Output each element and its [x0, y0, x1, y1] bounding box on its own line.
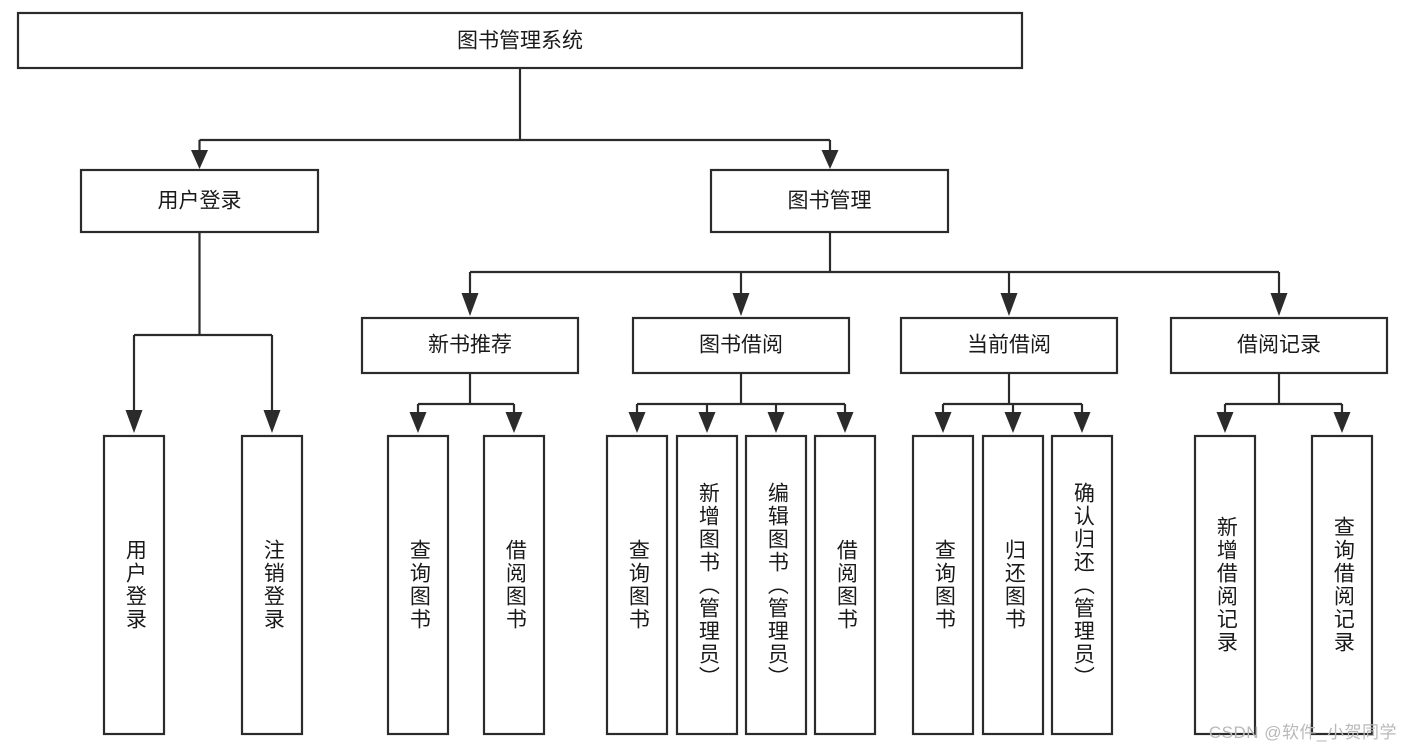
- node-book-manage[interactable]: 图书管理: [709, 168, 950, 234]
- node-user-login[interactable]: 用户登录: [79, 168, 320, 234]
- arrow-head-current-borrow: [1000, 293, 1018, 316]
- node-book-borrow[interactable]: 图书借阅: [631, 316, 851, 375]
- leaf-boxes: [102, 434, 1374, 736]
- node-borrow-record-box: [1169, 316, 1389, 375]
- node-book-borrow-box: [631, 316, 851, 375]
- node-root-label: 图书管理系统: [457, 30, 583, 53]
- connector-group-book-manage: [461, 232, 1288, 316]
- node-book-manage-box: [709, 168, 950, 234]
- leaf-box-confirm-return[interactable]: [1050, 434, 1114, 736]
- node-root-system[interactable]: 图书管理系统: [16, 11, 1024, 70]
- leaf-box-user-login[interactable]: [102, 434, 166, 736]
- arrow-head-leaf-user-login: [125, 410, 143, 433]
- node-current-borrow-box: [899, 316, 1119, 375]
- node-new-book-rec-label: 新书推荐: [428, 334, 512, 357]
- node-new-book-rec[interactable]: 新书推荐: [360, 316, 580, 375]
- arrow-head-user-login: [191, 150, 208, 169]
- arrow-head-leaf-query-record: [1333, 412, 1351, 433]
- leaf-box-borrow-book-1[interactable]: [482, 434, 546, 736]
- node-root-box: [16, 11, 1024, 70]
- watermark-text: CSDN @软件_小贺同学: [1208, 723, 1397, 742]
- arrow-head-leaf-borrow-book-2: [836, 412, 854, 433]
- leaf-box-logout[interactable]: [240, 434, 304, 736]
- arrow-head-new-book-rec: [461, 293, 479, 316]
- leaf-box-return-book[interactable]: [981, 434, 1045, 736]
- leaf-box-borrow-book-2[interactable]: [813, 434, 877, 736]
- connector-group-new-book-rec: [409, 373, 523, 433]
- connector-group-book-borrow: [628, 373, 854, 433]
- node-book-borrow-label: 图书借阅: [699, 334, 783, 357]
- leaf-box-edit-book[interactable]: [744, 434, 808, 736]
- arrow-head-leaf-edit-book: [767, 412, 785, 433]
- connector-group-borrow-record: [1216, 373, 1351, 433]
- arrow-head-leaf-query-book-1: [409, 412, 427, 433]
- node-current-borrow[interactable]: 当前借阅: [899, 316, 1119, 375]
- arrow-head-leaf-add-book: [698, 412, 716, 433]
- node-borrow-record[interactable]: 借阅记录: [1169, 316, 1389, 375]
- node-current-borrow-label: 当前借阅: [967, 334, 1051, 357]
- arrow-head-book-borrow: [732, 293, 750, 316]
- arrow-head-leaf-query-book-2: [628, 412, 646, 433]
- node-borrow-record-label: 借阅记录: [1237, 334, 1321, 357]
- connector-group-current-borrow: [934, 373, 1091, 433]
- arrow-head-book-manage: [821, 150, 839, 169]
- arrow-head-leaf-confirm-return: [1073, 412, 1091, 433]
- node-book-manage-label: 图书管理: [788, 190, 872, 213]
- leaf-box-query-book-3[interactable]: [911, 434, 975, 736]
- leaf-box-query-record[interactable]: [1310, 434, 1374, 736]
- connector-group-user-login: [125, 232, 281, 433]
- leaf-box-add-record[interactable]: [1193, 434, 1257, 736]
- leaf-box-add-book[interactable]: [675, 434, 739, 736]
- node-user-login-box: [79, 168, 320, 234]
- arrow-head-leaf-add-record: [1216, 412, 1234, 433]
- leaf-box-query-book-2[interactable]: [605, 434, 669, 736]
- node-user-login-label: 用户登录: [158, 190, 242, 213]
- arrow-head-leaf-query-book-3: [934, 412, 952, 433]
- connector-group-root: [191, 68, 839, 169]
- arrow-head-leaf-borrow-book-1: [505, 412, 523, 433]
- arrow-head-leaf-return-book: [1004, 412, 1022, 433]
- node-new-book-rec-box: [360, 316, 580, 375]
- leaf-box-query-book-1[interactable]: [386, 434, 450, 736]
- arrow-head-borrow-record: [1270, 293, 1288, 316]
- arrow-head-leaf-logout: [263, 410, 281, 433]
